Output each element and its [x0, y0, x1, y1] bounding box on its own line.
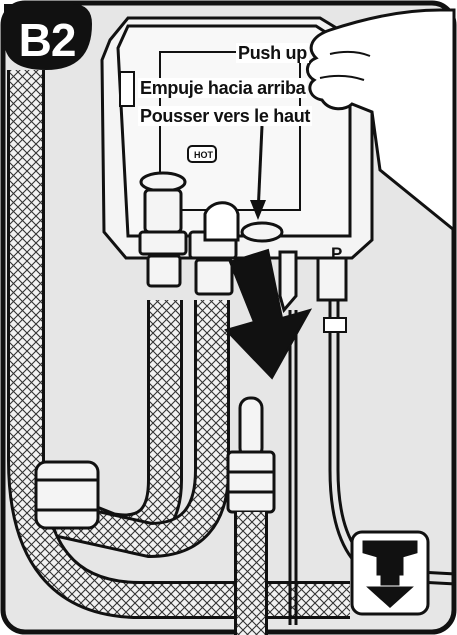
instruction-english: Push up	[236, 43, 309, 63]
hot-label: HOT	[194, 150, 213, 160]
instruction-french: Pousser vers le haut	[138, 106, 312, 126]
tube-clip	[324, 318, 346, 332]
shutoff-icon	[352, 532, 428, 614]
port-p-label: P	[331, 244, 342, 264]
step-number: B2	[4, 12, 90, 68]
instruction-spanish: Empuje hacia arriba	[138, 78, 307, 98]
hose-coupling	[36, 462, 98, 528]
step-badge: B2	[4, 2, 90, 80]
